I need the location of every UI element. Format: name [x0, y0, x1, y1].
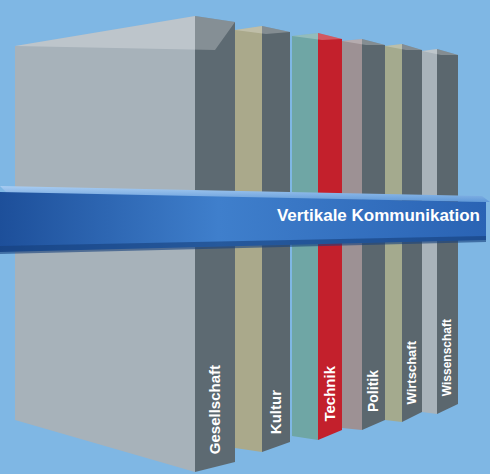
- column-label: Wissenschaft: [441, 319, 455, 396]
- column-label: Politik: [365, 370, 381, 412]
- column-label-box: Gesellschaft: [195, 363, 235, 456]
- slab-top: [385, 44, 422, 50]
- band-arrow: [0, 186, 490, 254]
- column-label: Wirtschaft: [405, 341, 420, 404]
- slab-top: [422, 49, 458, 55]
- band-label-box: Vertikale Kommunikation: [192, 206, 486, 230]
- slab-top: [292, 33, 342, 40]
- column-label: Kultur: [267, 390, 284, 434]
- slab-top: [15, 16, 235, 50]
- column-label-box: Politik: [362, 368, 385, 414]
- band-title: Vertikale Kommunikation: [192, 206, 480, 226]
- band-shadow: [0, 236, 486, 254]
- slab-top: [235, 26, 290, 34]
- column-label: Gesellschaft: [206, 365, 223, 454]
- slab-top: [342, 39, 385, 45]
- column-label-box: Technik: [318, 364, 342, 424]
- column-label-box: Wirtschaft: [402, 339, 422, 406]
- column-label-box: Kultur: [262, 388, 290, 436]
- column-label-box: Wissenschaft: [437, 317, 458, 398]
- column-label: Technik: [321, 366, 338, 422]
